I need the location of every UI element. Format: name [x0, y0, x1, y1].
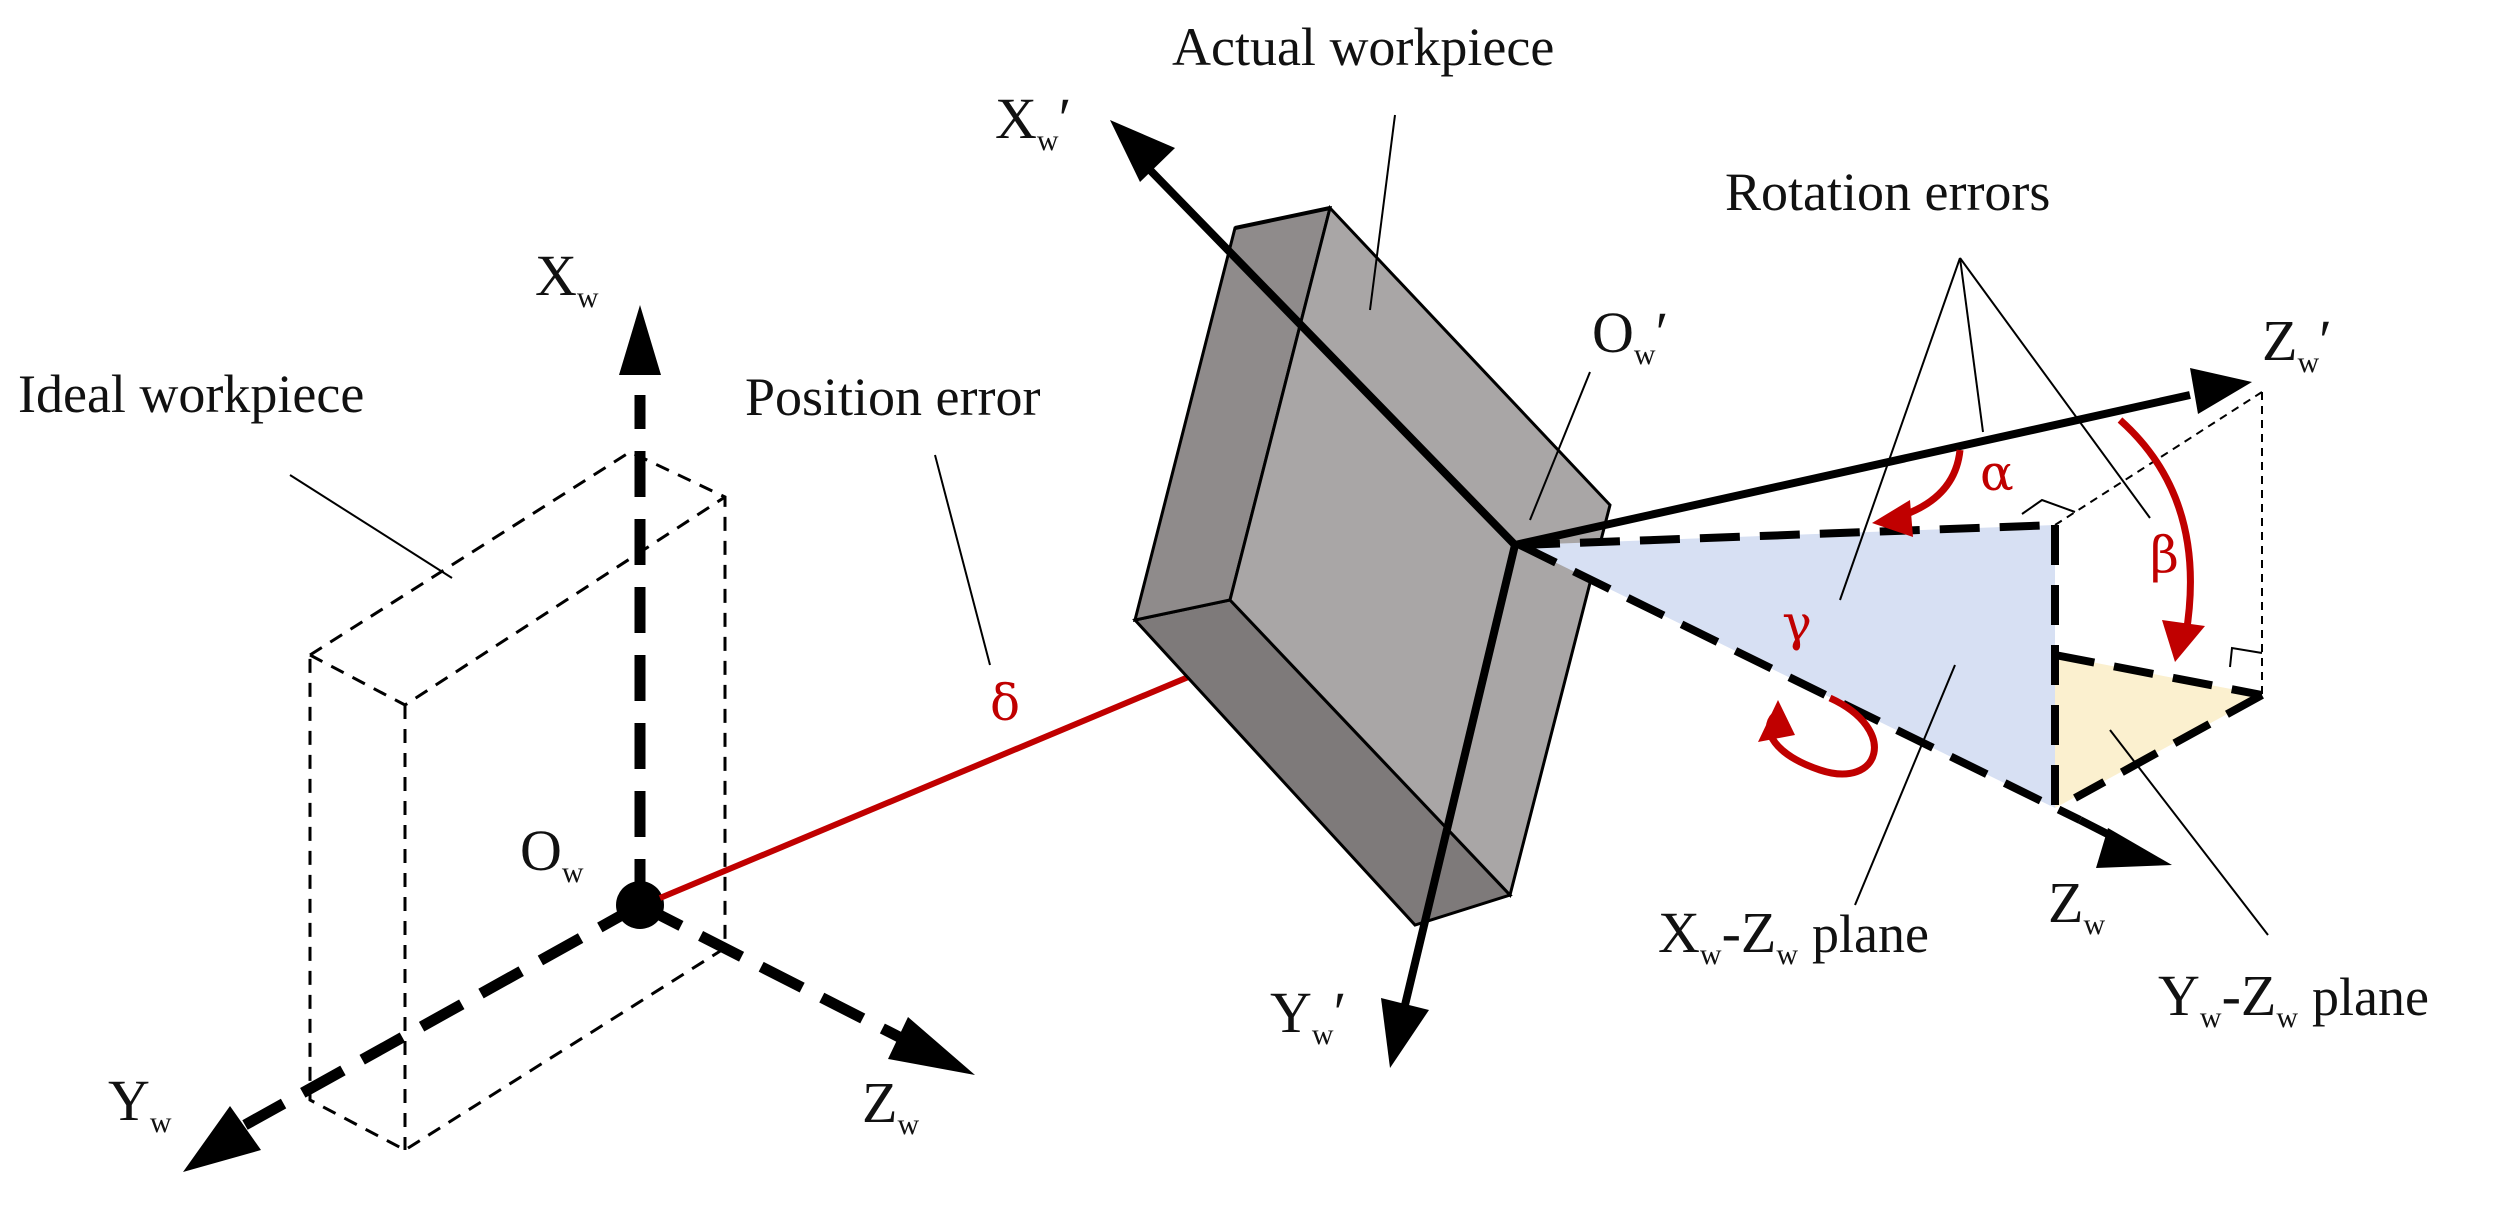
delta-symbol: δ: [990, 674, 1020, 732]
position-error-label: Position error: [745, 367, 1040, 427]
ideal-axes: [183, 305, 975, 1172]
rotation-plane-edges: [1518, 521, 2264, 824]
leader-lines: [289, 114, 2269, 936]
xw-zw-plane: [1520, 525, 2055, 808]
actual-workpiece-leader: [1369, 114, 1396, 311]
yw-prime-axis-label: Yw′: [1270, 980, 1346, 1051]
right-angle-marks: [2021, 498, 2263, 668]
yz-plane-leader: [2109, 729, 2269, 936]
ow-prime-origin-label: Ow′: [1592, 300, 1668, 371]
zw-prime-arrowhead: [2190, 368, 2252, 414]
xw-prime-arrowhead: [1110, 120, 1175, 182]
xw-arrowhead: [619, 305, 661, 375]
zw-axis-label: Zw: [862, 1070, 919, 1141]
beta-arrowhead: [2162, 620, 2205, 662]
alpha-arrowhead: [1872, 500, 1913, 537]
zw-right-arrowhead: [2096, 828, 2172, 868]
gamma-arrowhead: [1758, 700, 1795, 742]
ideal-workpiece-box: [308, 450, 727, 1152]
rotation-errors-leader-2: [1959, 257, 1984, 433]
actual-workpiece-front-face: [1228, 204, 1612, 898]
actual-axes: [1110, 120, 2252, 1068]
ideal-workpiece-label: Ideal workpiece: [18, 364, 364, 424]
yw-prime-arrowhead: [1381, 998, 1429, 1068]
xz-plane-leader: [1854, 664, 1956, 906]
rotation-errors-leader-3: [1959, 257, 2151, 519]
ow-origin-label: Ow: [520, 818, 584, 889]
position-error-leader: [934, 454, 991, 666]
beta-arc: [2117, 417, 2194, 641]
construction-lines: [2054, 391, 2263, 695]
ideal-workpiece-leader: [289, 474, 453, 579]
yw-axis-label: Yw: [108, 1068, 172, 1139]
gamma-symbol: γ: [1782, 594, 1812, 652]
ideal-origin-dot: [616, 881, 664, 929]
actual-workpiece-label: Actual workpiece: [1172, 17, 1554, 77]
xw-axis-label: Xw: [535, 243, 599, 314]
rotation-errors-leader-1: [1839, 257, 1961, 601]
zw-prime-axis-label: Zw′: [2262, 308, 2332, 379]
alpha-symbol: α: [1980, 444, 2014, 502]
xw-prime-axis-label: Xw′: [995, 86, 1071, 157]
yw-zw-plane: [2055, 655, 2262, 808]
zw-arrowhead: [888, 1017, 975, 1075]
yw-arrowhead: [183, 1106, 261, 1172]
origin-prime-leader: [1529, 371, 1591, 521]
beta-symbol: β: [2150, 526, 2179, 584]
zw-right-axis-label: Zw: [2048, 870, 2105, 941]
rotation-errors-label: Rotation errors: [1725, 162, 2050, 222]
actual-workpiece: [1132, 204, 1612, 927]
